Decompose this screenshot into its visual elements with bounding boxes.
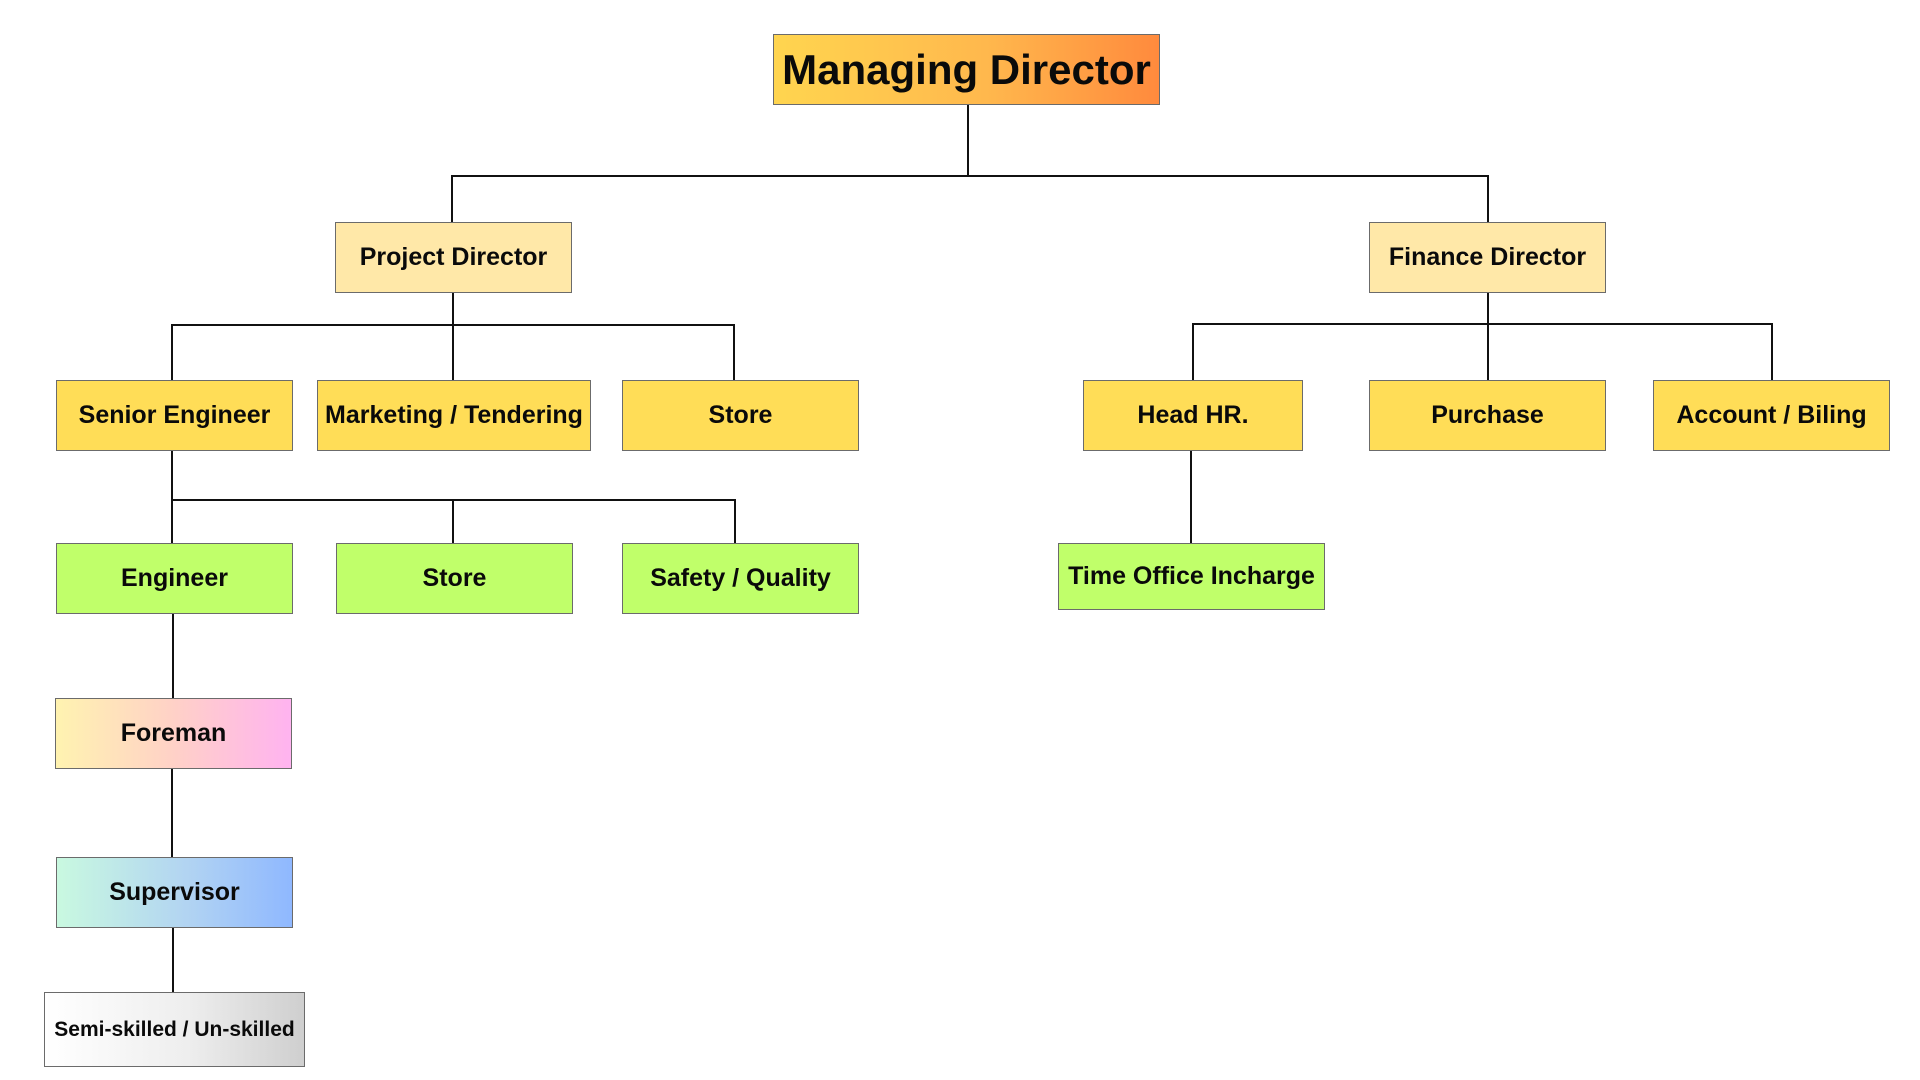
finance-director-label: Finance Director [1388,243,1587,271]
connector-line [171,768,173,858]
finance-director-box: Finance Director [1369,222,1606,293]
managing-director-box: Managing Director [773,34,1160,105]
connector-line [1487,323,1489,381]
semi-skilled-label: Semi-skilled / Un-skilled [54,1017,295,1041]
connector-line [452,499,454,544]
connector-line [734,499,736,544]
purchase-label: Purchase [1431,401,1544,429]
connector-line [1192,323,1194,381]
marketing-tendering-box: Marketing / Tendering [317,380,591,451]
connector-line [452,292,454,326]
store-project-label: Store [708,401,773,429]
account-billing-label: Account / Biling [1676,401,1867,429]
account-billing-box: Account / Biling [1653,380,1890,451]
connector-line [1771,323,1773,381]
semi-skilled-box: Semi-skilled / Un-skilled [44,992,305,1067]
connector-line [452,324,454,381]
connector-line [171,451,173,544]
foreman-label: Foreman [120,719,227,747]
connector-line [1487,292,1489,325]
foreman-box: Foreman [55,698,292,769]
time-office-incharge-box: Time Office Incharge [1058,543,1325,610]
managing-director-label: Managing Director [782,45,1151,93]
store-engineering-label: Store [422,564,487,592]
supervisor-box: Supervisor [56,857,293,928]
safety-quality-label: Safety / Quality [650,564,831,592]
time-office-incharge-label: Time Office Incharge [1068,562,1315,590]
project-director-label: Project Director [359,243,548,271]
head-hr-label: Head HR. [1137,401,1249,429]
supervisor-label: Supervisor [109,878,240,906]
connector-line [451,175,1489,177]
connector-line [1487,175,1489,223]
connector-line [172,927,174,993]
connector-line [733,324,735,381]
store-engineering-box: Store [336,543,573,614]
marketing-tendering-label: Marketing / Tendering [325,401,583,429]
engineer-box: Engineer [56,543,293,614]
senior-engineer-label: Senior Engineer [78,401,271,429]
engineer-label: Engineer [121,564,228,592]
head-hr-box: Head HR. [1083,380,1303,451]
project-director-box: Project Director [335,222,572,293]
connector-line [1190,451,1192,544]
senior-engineer-box: Senior Engineer [56,380,293,451]
connector-line [451,175,453,223]
connector-line [171,324,173,381]
safety-quality-box: Safety / Quality [622,543,859,614]
connector-line [1192,323,1773,325]
connector-line [967,104,969,176]
connector-line [172,613,174,700]
store-project-box: Store [622,380,859,451]
purchase-box: Purchase [1369,380,1606,451]
